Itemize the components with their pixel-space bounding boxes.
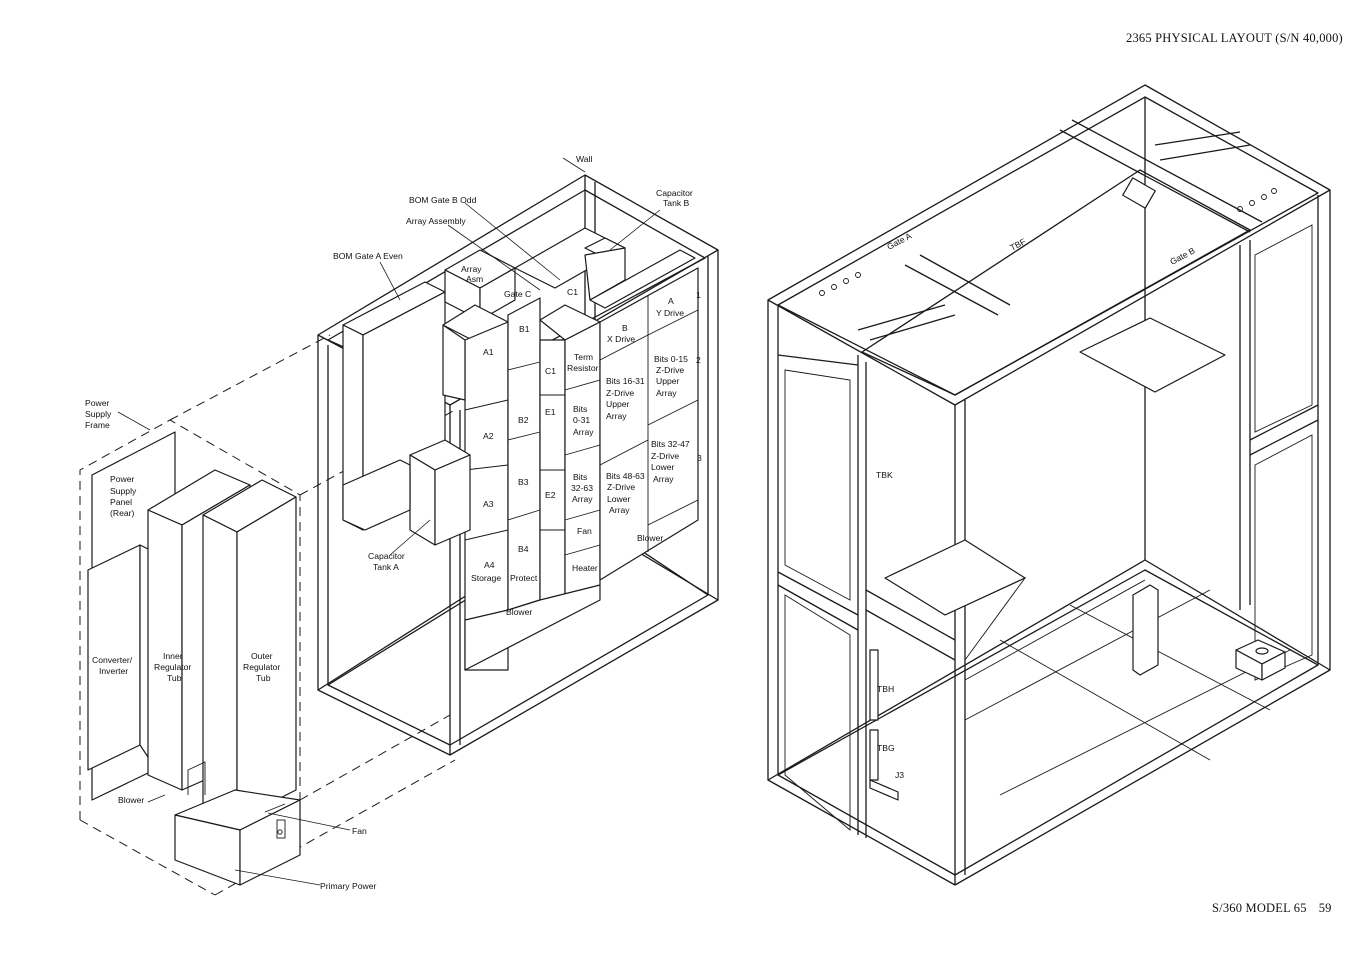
outer-regulator-tub <box>202 479 297 821</box>
label-tbk: TBK <box>876 470 893 480</box>
label-inner-regulator-tub: Inner <box>163 651 183 661</box>
label-bits-32-63-3: Array <box>572 494 593 504</box>
label-bits-32-47-3: Lower <box>651 462 675 472</box>
label-inner-regulator-tub-3: Tub <box>167 673 182 683</box>
label-bits-48-63: Bits 48-63 <box>606 471 645 481</box>
label-bits-0-15: Bits 0-15 <box>654 354 688 364</box>
label-blower-bottom: Blower <box>506 607 532 617</box>
label-a4-2: Storage <box>471 573 501 583</box>
label-converter-inverter: Converter/ <box>92 655 133 665</box>
label-b3: B3 <box>518 477 529 487</box>
label-bits-0-15-2: Z-Drive <box>656 365 684 375</box>
label-bits-48-63-3: Lower <box>607 494 631 504</box>
label-power-supply-panel-3: Panel <box>110 497 132 507</box>
label-term-resistor-2: Resistor <box>567 363 599 373</box>
label-array-assembly: Array Assembly <box>406 216 466 226</box>
label-power-supply-frame-2: Supply <box>85 409 112 419</box>
label-bits-0-15-4: Array <box>656 388 677 398</box>
label-b1: B1 <box>519 324 530 334</box>
label-primary-power: Primary Power <box>320 881 376 891</box>
label-b4-2: Protect <box>510 573 538 583</box>
label-x-drive: B <box>622 323 628 333</box>
label-num-1: 1 <box>696 290 701 300</box>
page-number: 59 <box>1318 901 1332 915</box>
label-a1: A1 <box>483 347 494 357</box>
leader-lines <box>117 157 661 886</box>
label-power-supply-panel-2: Supply <box>110 486 137 496</box>
page-footer: S/360 MODEL 65 59 <box>1212 901 1332 916</box>
label-bits-32-47-2: Z-Drive <box>651 451 679 461</box>
label-bits-32-47-4: Array <box>653 474 674 484</box>
label-bom-gate-b-odd: BOM Gate B Odd <box>409 195 477 205</box>
label-capacitor-tank-b-2: Tank B <box>663 198 690 208</box>
label-bits-32-63: Bits <box>573 472 587 482</box>
label-outer-regulator-tub-3: Tub <box>256 673 271 683</box>
label-power-supply-panel-4: (Rear) <box>110 508 134 518</box>
label-gate-a: Gate A <box>885 230 913 251</box>
label-inner-regulator-tub-2: Regulator <box>154 662 191 672</box>
label-wall: Wall <box>576 154 592 164</box>
label-a2: A2 <box>483 431 494 441</box>
label-c1-top: C1 <box>567 287 578 297</box>
label-x-drive-2: X Drive <box>607 334 635 344</box>
label-bits-0-31-2: 0-31 <box>573 415 590 425</box>
storage-components <box>342 227 699 671</box>
label-bits-48-63-4: Array <box>609 505 630 515</box>
diagram-labels: Wall BOM Gate B Odd Array Assembly BOM G… <box>85 154 1197 891</box>
label-capacitor-tank-a: Capacitor <box>368 551 405 561</box>
label-bits-32-47: Bits 32-47 <box>651 439 690 449</box>
label-y-drive-2: Y Drive <box>656 308 684 318</box>
label-heater: Heater <box>572 563 598 573</box>
label-array-asm-2: Asm <box>466 274 483 284</box>
label-e1: E1 <box>545 407 556 417</box>
label-term-resistor: Term <box>574 352 593 362</box>
label-blower-right: Blower <box>637 533 663 543</box>
label-a3: A3 <box>483 499 494 509</box>
label-y-drive: A <box>668 296 674 306</box>
label-outer-regulator-tub-2: Regulator <box>243 662 280 672</box>
label-tbg: TBG <box>877 743 895 753</box>
label-bits-32-63-2: 32-63 <box>571 483 593 493</box>
label-tbh: TBH <box>877 684 894 694</box>
power-supply-assembly <box>79 334 456 896</box>
primary-power-box <box>174 789 301 886</box>
page-title: 2365 PHYSICAL LAYOUT (S/N 40,000) <box>1126 31 1343 45</box>
label-a4: A4 <box>484 560 495 570</box>
label-array-asm: Array <box>461 264 482 274</box>
label-power-supply-frame: Power <box>85 398 109 408</box>
label-bits-0-31: Bits <box>573 404 587 414</box>
label-j3: J3 <box>895 770 904 780</box>
label-bits-16-31-3: Upper <box>606 399 630 409</box>
label-c1-mid: C1 <box>545 366 556 376</box>
label-b4: B4 <box>518 544 529 554</box>
label-power-supply-panel: Power <box>110 474 134 484</box>
label-power-supply-frame-3: Frame <box>85 420 110 430</box>
label-capacitor-tank-a-2: Tank A <box>373 562 399 572</box>
cabinet-frame <box>767 84 1331 886</box>
label-num-3: 3 <box>697 453 702 463</box>
label-blower-left: Blower <box>118 795 144 805</box>
label-bits-16-31: Bits 16-31 <box>606 376 645 386</box>
label-gate-c: Gate C <box>504 289 531 299</box>
label-bits-0-15-3: Upper <box>656 376 680 386</box>
footer-label: S/360 MODEL 65 <box>1212 901 1307 915</box>
label-fan-mid: Fan <box>577 526 592 536</box>
label-bits-0-31-3: Array <box>573 427 594 437</box>
label-num-2: 2 <box>696 355 701 365</box>
label-b2: B2 <box>518 415 529 425</box>
label-e2: E2 <box>545 490 556 500</box>
label-bits-48-63-2: Z-Drive <box>607 482 635 492</box>
label-capacitor-tank-b: Capacitor <box>656 188 693 198</box>
label-bits-16-31-4: Array <box>606 411 627 421</box>
label-bom-gate-a-even: BOM Gate A Even <box>333 251 403 261</box>
tbh-board <box>869 649 879 721</box>
label-bits-16-31-2: Z-Drive <box>606 388 634 398</box>
label-outer-regulator-tub: Outer <box>251 651 273 661</box>
label-fan-left: Fan <box>352 826 367 836</box>
label-converter-inverter-2: Inverter <box>99 666 128 676</box>
switch-icon <box>276 819 286 839</box>
